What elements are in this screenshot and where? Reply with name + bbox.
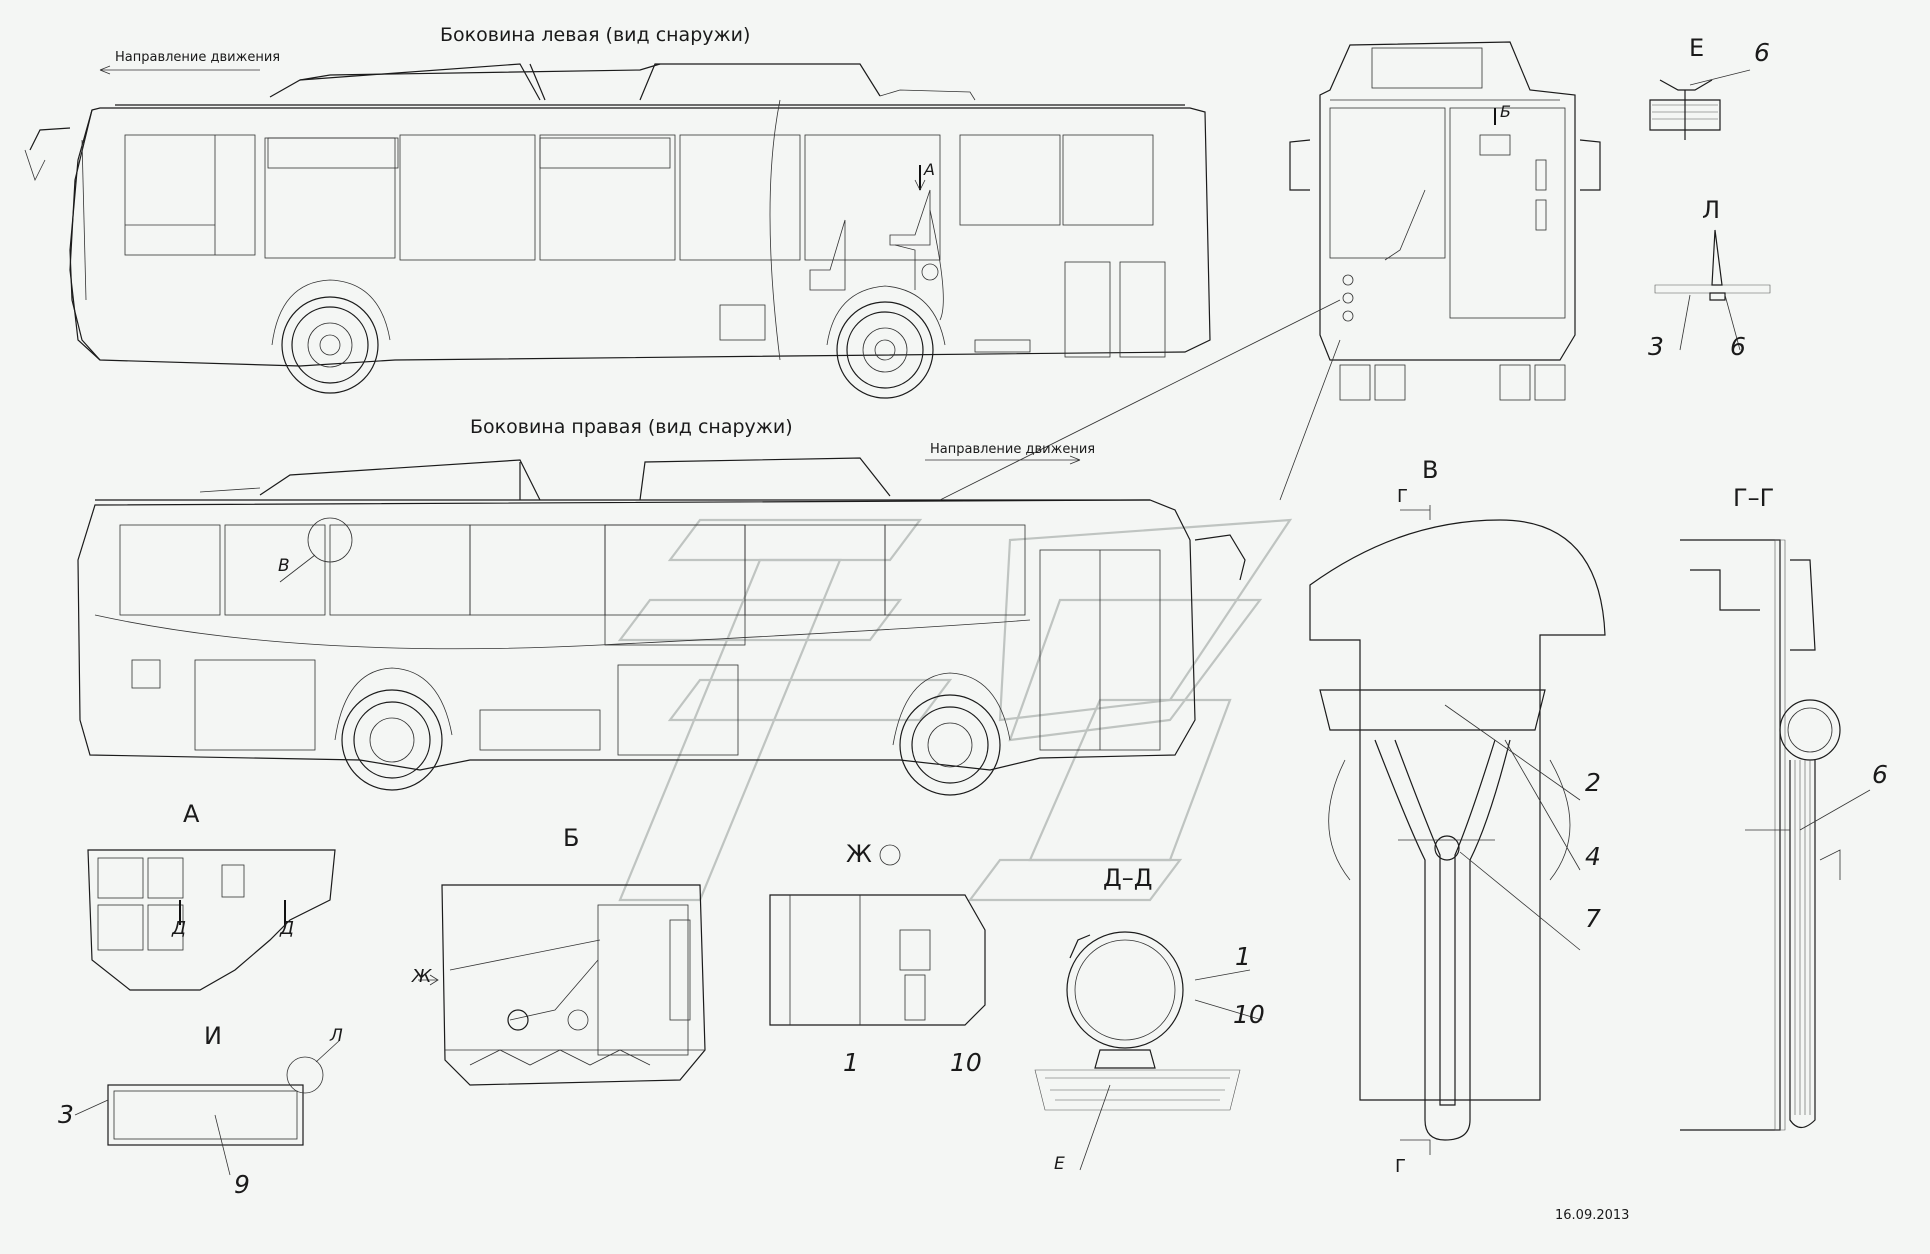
callout-4: 4 bbox=[1585, 842, 1601, 871]
callout-3-i: 3 bbox=[58, 1100, 74, 1129]
callout-7: 7 bbox=[1585, 904, 1601, 933]
view-label-v: В bbox=[1422, 456, 1439, 484]
view-label-gg: Г–Г bbox=[1733, 484, 1775, 512]
view-l-rivet bbox=[1654, 229, 1771, 351]
direction-arrow-mid bbox=[925, 455, 1081, 465]
callout-6-e: 6 bbox=[1754, 38, 1770, 67]
section-mark-g-bottom: Г bbox=[1395, 1156, 1406, 1177]
front-view bbox=[1289, 41, 1601, 401]
callout-1-zh: 1 bbox=[843, 1048, 859, 1077]
callout-a-small: А bbox=[924, 160, 935, 179]
view-b-detail bbox=[418, 884, 706, 1086]
callout-10-dd: 10 bbox=[1233, 1000, 1265, 1029]
view-label-dd: Д–Д bbox=[1103, 864, 1153, 892]
callout-e-small: Е bbox=[1054, 1154, 1065, 1174]
callout-3-l: 3 bbox=[1648, 332, 1664, 361]
callout-6-gg: 6 bbox=[1872, 760, 1888, 789]
callout-b-small: Б bbox=[1500, 102, 1511, 121]
view-e-clip bbox=[1649, 69, 1751, 140]
direction-arrow-top bbox=[99, 65, 260, 75]
callout-v-small: В bbox=[278, 556, 290, 576]
view-label-b: Б bbox=[563, 824, 580, 852]
callout-d-left: Д bbox=[172, 918, 187, 939]
view-i-panel bbox=[74, 1039, 341, 1176]
drawing-date: 16.09.2013 bbox=[1555, 1208, 1630, 1223]
callout-zh-arrow: Ж bbox=[412, 966, 432, 987]
callout-1-dd: 1 bbox=[1235, 942, 1251, 971]
callout-l-small: Л bbox=[330, 1026, 343, 1046]
section-gg-detail bbox=[1680, 539, 1871, 1131]
watermark-logo bbox=[617, 518, 1293, 902]
section-mark-g-top: Г bbox=[1397, 486, 1408, 507]
callout-6-l: 6 bbox=[1730, 332, 1746, 361]
callout-d-right: Д bbox=[280, 918, 295, 939]
callout-10-zh: 10 bbox=[950, 1048, 982, 1077]
view-label-e: Е bbox=[1689, 34, 1705, 62]
callout-2: 2 bbox=[1585, 768, 1601, 797]
view-zh-detail bbox=[769, 844, 986, 1026]
callout-9: 9 bbox=[234, 1170, 250, 1199]
view-label-i: И bbox=[204, 1022, 222, 1050]
view-a-detail bbox=[87, 849, 336, 991]
right-side-view bbox=[77, 457, 1246, 796]
view-label-l: Л bbox=[1702, 196, 1721, 224]
view-v-handstrap bbox=[1309, 505, 1606, 1155]
left-side-title: Боковина левая (вид снаружи) bbox=[440, 24, 751, 46]
section-dd-detail bbox=[1034, 931, 1263, 1171]
direction-label-mid: Направление движения bbox=[930, 442, 1096, 457]
left-side-view bbox=[24, 63, 1211, 399]
direction-label-top: Направление движения bbox=[115, 50, 281, 65]
right-side-title: Боковина правая (вид снаружи) bbox=[470, 416, 793, 438]
view-label-a: А bbox=[183, 800, 200, 828]
view-label-zh: Ж bbox=[846, 840, 872, 868]
